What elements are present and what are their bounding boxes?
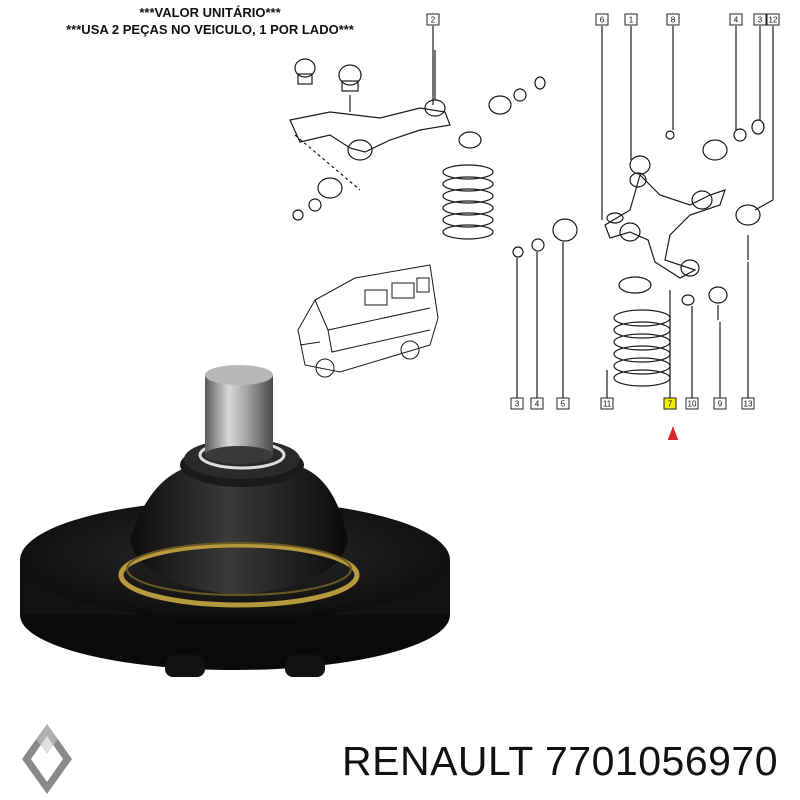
callout-number-bottom-5: 5 — [561, 400, 566, 409]
notice-text: ***VALOR UNITÁRIO*** ***USA 2 PEÇAS NO V… — [0, 4, 420, 38]
brand-name: RENAULT — [342, 738, 534, 784]
right-control-arm — [604, 173, 726, 279]
callout-number-top-3: 3 — [758, 16, 763, 25]
callout-labels-bottom: 3 4 5 11 7 10 9 13 — [510, 397, 755, 410]
ball-joint-product-photo — [20, 365, 450, 677]
callout-box-top-12 — [766, 13, 780, 26]
product-caption: RENAULT 7701056970 — [342, 738, 778, 785]
callout-box-top-2 — [426, 13, 440, 26]
callout-number-bottom-7: 7 — [668, 400, 673, 409]
callout-box-bottom-7 — [663, 397, 677, 410]
ball-joint-stud — [205, 365, 273, 464]
callout-box-top-4 — [729, 13, 743, 26]
van-illustration — [297, 264, 439, 378]
part-number: 7701056970 — [545, 738, 779, 784]
notice-line-unit-price: ***VALOR UNITÁRIO*** — [139, 5, 281, 20]
callout-box-bottom-5 — [556, 397, 570, 410]
callout-box-top-8 — [666, 13, 680, 26]
suspension-exploded-diagram: 2 6 1 8 4 3 12 3 4 5 11 7 10 9 13 — [289, 13, 780, 440]
callout-number-bottom-3: 3 — [515, 400, 520, 409]
callout-number-top-12: 12 — [769, 16, 778, 25]
callout-number-top-1: 1 — [629, 16, 634, 25]
callout-labels-top: 2 6 1 8 4 3 12 — [426, 13, 780, 26]
notice-line-usage: ***USA 2 PEÇAS NO VEICULO, 1 POR LADO*** — [66, 22, 354, 37]
red-pointer-arrow — [667, 426, 679, 440]
renault-diamond-logo-icon — [22, 724, 72, 794]
left-ball-joint — [294, 58, 316, 78]
callout-number-bottom-11: 11 — [603, 400, 612, 409]
callout-box-bottom-13 — [741, 397, 755, 410]
left-control-arm — [289, 107, 451, 153]
callout-number-top-2: 2 — [431, 16, 436, 25]
callout-number-top-4: 4 — [734, 16, 739, 25]
right-coil-spring — [613, 309, 671, 387]
callout-box-bottom-4 — [530, 397, 544, 410]
callout-box-bottom-3 — [510, 397, 524, 410]
callout-number-bottom-4: 4 — [535, 400, 540, 409]
callout-box-top-1 — [624, 13, 638, 26]
callout-box-bottom-10 — [685, 397, 699, 410]
callout-number-top-6: 6 — [600, 16, 605, 25]
callout-number-top-8: 8 — [671, 16, 676, 25]
callout-box-bottom-9 — [713, 397, 727, 410]
callout-box-bottom-11 — [600, 397, 614, 410]
left-coil-spring — [442, 164, 494, 240]
callout-number-bottom-9: 9 — [718, 400, 723, 409]
callout-box-top-3 — [753, 13, 767, 26]
rubber-boot — [118, 465, 360, 608]
callout-number-bottom-13: 13 — [744, 400, 753, 409]
callout-number-bottom-10: 10 — [688, 400, 697, 409]
callout-box-top-6 — [595, 13, 609, 26]
